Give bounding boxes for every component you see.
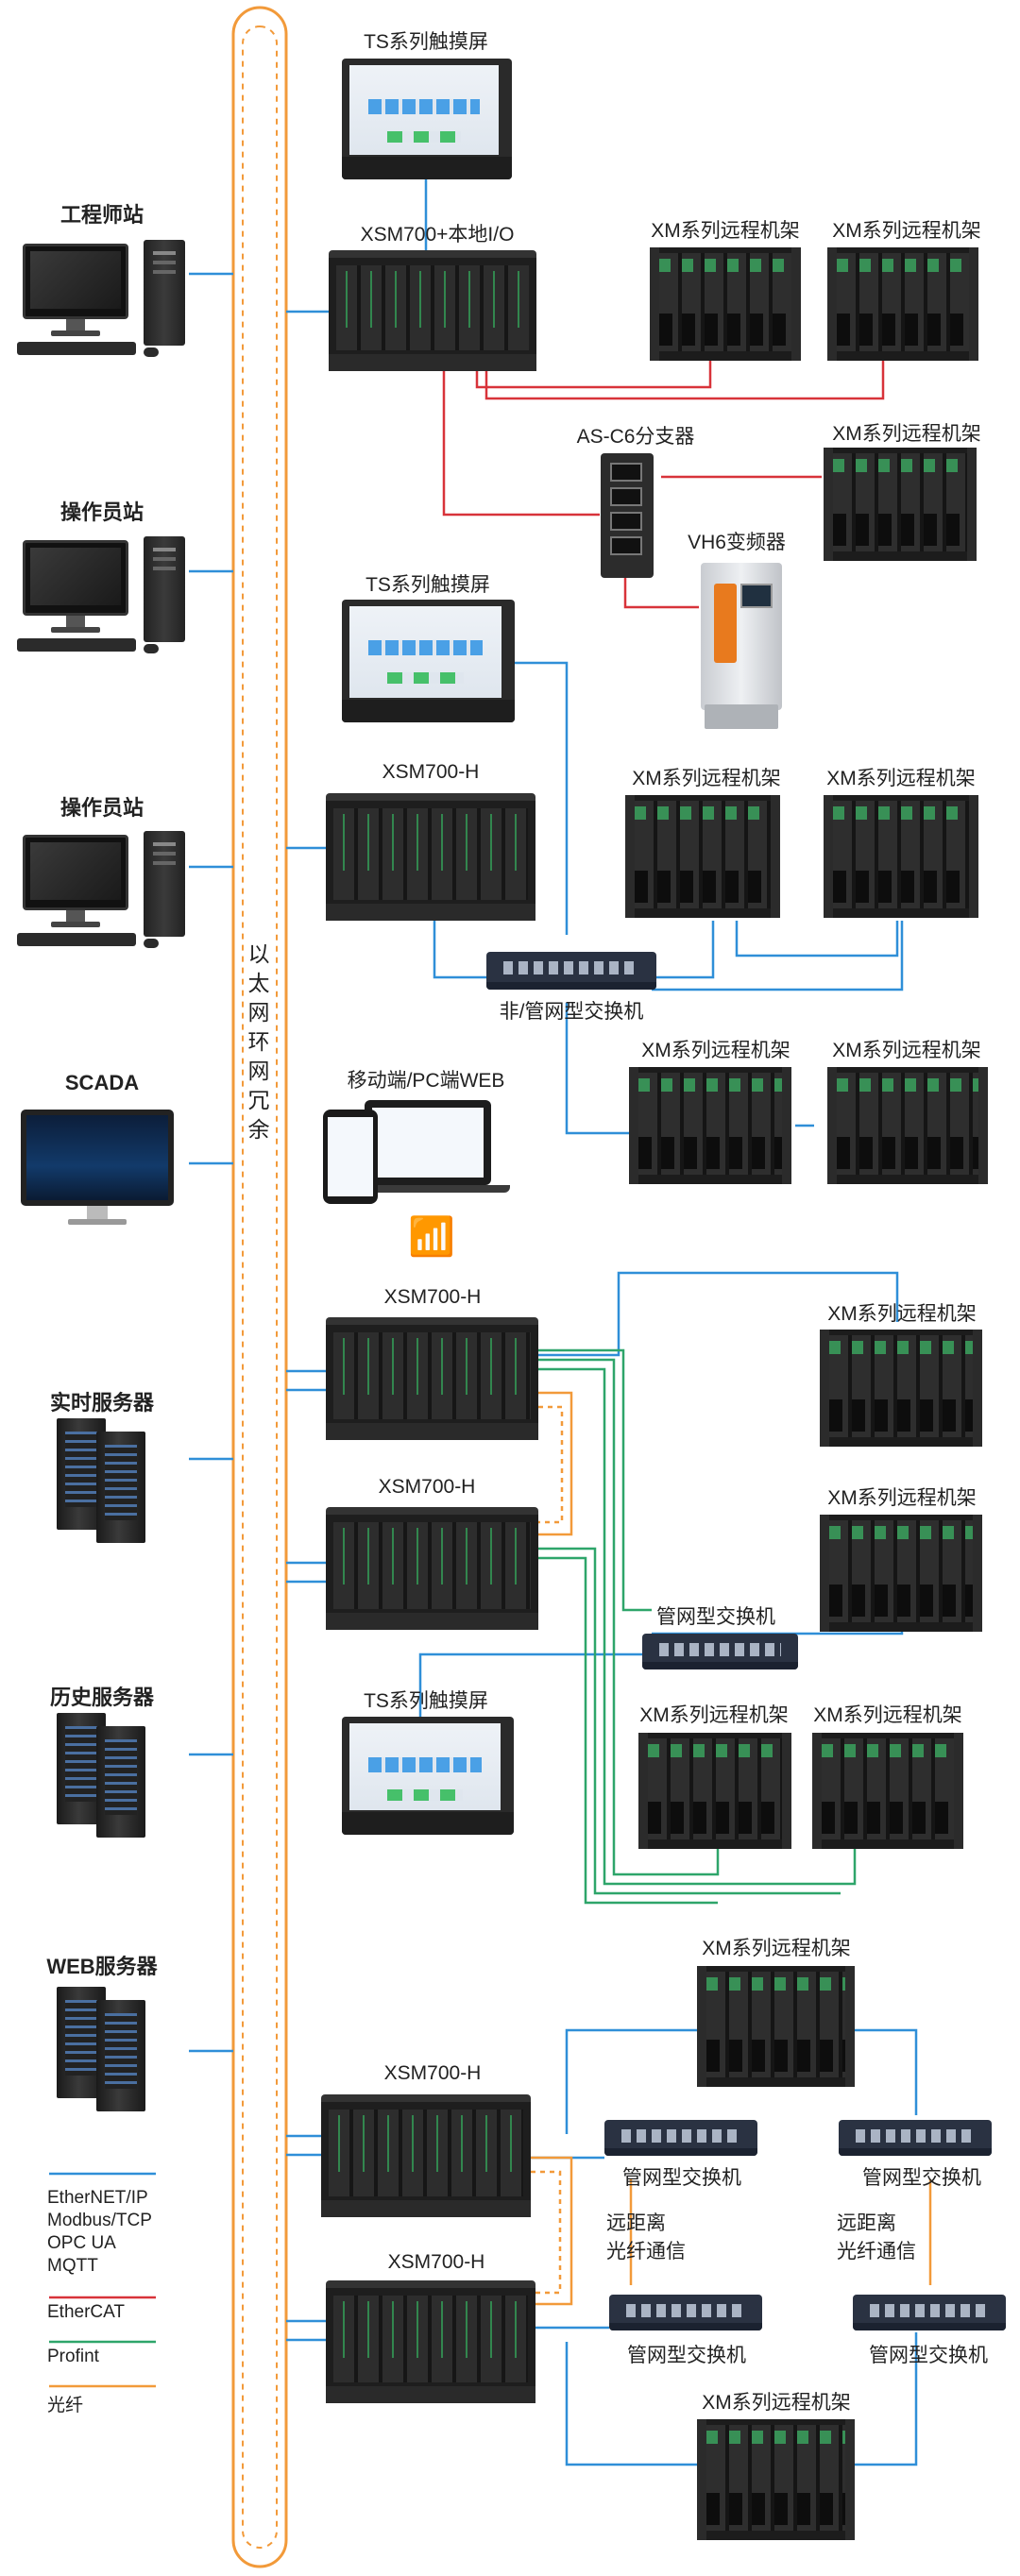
- remote-rack-icon: [827, 247, 978, 361]
- mobile-laptop-icon: [323, 1100, 512, 1206]
- network-switch-icon: [604, 2120, 757, 2156]
- legend-profinet-text: Profint: [47, 2347, 99, 2366]
- workstation-label-engineer: 工程师站: [60, 203, 144, 227]
- network-switch-icon: [609, 2295, 762, 2330]
- controller-chassis-icon: [321, 2094, 531, 2217]
- workstation-label-web-server: WEB服务器: [46, 1955, 158, 1978]
- section2-switch-label: 非/管网型交换机: [499, 1001, 644, 1023]
- controller-chassis-icon: [329, 250, 536, 371]
- remote-rack-icon: [820, 1515, 982, 1632]
- network-switch-icon: [642, 1634, 798, 1669]
- section1-splitter-label: AS-C6分支器: [576, 426, 695, 448]
- section1-controller-label: XSM700+本地I/O: [360, 224, 515, 246]
- section4-controller-a-label: XSM700-H: [383, 2062, 482, 2084]
- controller-chassis-icon: [326, 793, 536, 921]
- legend-ethernet-text: EtherNET/IP Modbus/TCP OPC UA MQTT: [47, 2188, 152, 2276]
- section4-switch-d-label: 管网型交换机: [869, 2345, 988, 2366]
- remote-rack-icon: [638, 1733, 791, 1849]
- section1-rack-c-label: XM系列远程机架: [832, 423, 981, 445]
- section4-fiber-right-label: 远距离 光纤通信: [837, 2212, 916, 2262]
- touchscreen-icon: [342, 59, 512, 179]
- workstation-label-operator-1: 操作员站: [60, 500, 144, 524]
- section2-rack-c-label: XM系列远程机架: [641, 1040, 790, 1061]
- section3-rack-d-label: XM系列远程机架: [813, 1704, 962, 1726]
- legend-fiber-text: 光纤: [47, 2396, 84, 2415]
- remote-rack-icon: [697, 2419, 855, 2540]
- ethercat-lines: [442, 361, 885, 609]
- wifi-icon: 📶: [408, 1216, 455, 1258]
- section1-rack-a-label: XM系列远程机架: [651, 220, 800, 242]
- remote-rack-icon: [650, 247, 801, 361]
- remote-rack-icon: [625, 795, 780, 918]
- section1-inverter-label: VH6变频器: [688, 532, 786, 553]
- ethernet-ring-outer: [231, 6, 288, 2568]
- remote-rack-icon: [824, 448, 977, 561]
- network-switch-icon: [853, 2295, 1006, 2330]
- workstation-label-history-server: 历史服务器: [49, 1686, 155, 1709]
- section3-rack-a-label: XM系列远程机架: [827, 1303, 977, 1325]
- profinet-lines: [538, 1348, 857, 1905]
- touchscreen-icon: [342, 600, 515, 722]
- ring-label: 以 太 网 环 网 冗 余: [247, 941, 270, 1142]
- section2-rack-a-label: XM系列远程机架: [632, 768, 781, 789]
- section2-rack-d-label: XM系列远程机架: [832, 1040, 981, 1061]
- section4-rack-bottom-label: XM系列远程机架: [702, 2392, 851, 2414]
- section3-rack-b-label: XM系列远程机架: [827, 1487, 977, 1509]
- section3-touchscreen-label: TS系列触摸屏: [364, 1690, 488, 1712]
- section4-rack-top-label: XM系列远程机架: [702, 1938, 851, 1959]
- section4-switch-b-label: 管网型交换机: [862, 2167, 981, 2189]
- inverter-icon: [701, 563, 782, 729]
- remote-rack-icon: [824, 795, 978, 918]
- legend-ethercat-text: EtherCAT: [47, 2302, 126, 2322]
- section4-switch-a-label: 管网型交换机: [622, 2167, 741, 2189]
- controller-chassis-icon: [326, 2280, 536, 2403]
- fiber-lines: [531, 1391, 932, 2306]
- remote-rack-icon: [827, 1067, 988, 1184]
- section4-controller-b-label: XSM700-H: [387, 2251, 485, 2273]
- workstation-label-scada: SCADA: [64, 1071, 140, 1094]
- section3-controller-a-label: XSM700-H: [383, 1286, 482, 1308]
- section4-switch-c-label: 管网型交换机: [627, 2345, 746, 2366]
- section2-touchscreen-label: TS系列触摸屏: [366, 574, 490, 596]
- remote-rack-icon: [812, 1733, 963, 1849]
- touchscreen-icon: [342, 1717, 514, 1835]
- workstation-label-realtime-server: 实时服务器: [49, 1391, 155, 1415]
- section2-controller-label: XSM700-H: [382, 761, 480, 783]
- section3-controller-b-label: XSM700-H: [378, 1476, 476, 1498]
- section2-mobile-label: 移动端/PC端WEB: [347, 1070, 505, 1092]
- section3-switch-label: 管网型交换机: [656, 1606, 775, 1628]
- network-switch-icon: [839, 2120, 992, 2156]
- section1-touchscreen-label: TS系列触摸屏: [364, 31, 488, 53]
- ethernet-ring-inner: [242, 25, 278, 2549]
- network-switch-icon: [486, 952, 656, 990]
- splitter-icon: [601, 453, 654, 578]
- remote-rack-icon: [820, 1330, 982, 1447]
- remote-rack-icon: [629, 1067, 791, 1184]
- section1-rack-b-label: XM系列远程机架: [832, 220, 981, 242]
- section4-fiber-left-label: 远距离 光纤通信: [606, 2212, 686, 2262]
- ethernet-lines: [189, 179, 918, 2466]
- workstation-label-operator-2: 操作员站: [60, 796, 144, 820]
- section3-rack-c-label: XM系列远程机架: [639, 1704, 789, 1726]
- controller-chassis-icon: [326, 1317, 538, 1440]
- controller-chassis-icon: [326, 1507, 538, 1630]
- remote-rack-icon: [697, 1966, 855, 2087]
- section2-rack-b-label: XM系列远程机架: [826, 768, 976, 789]
